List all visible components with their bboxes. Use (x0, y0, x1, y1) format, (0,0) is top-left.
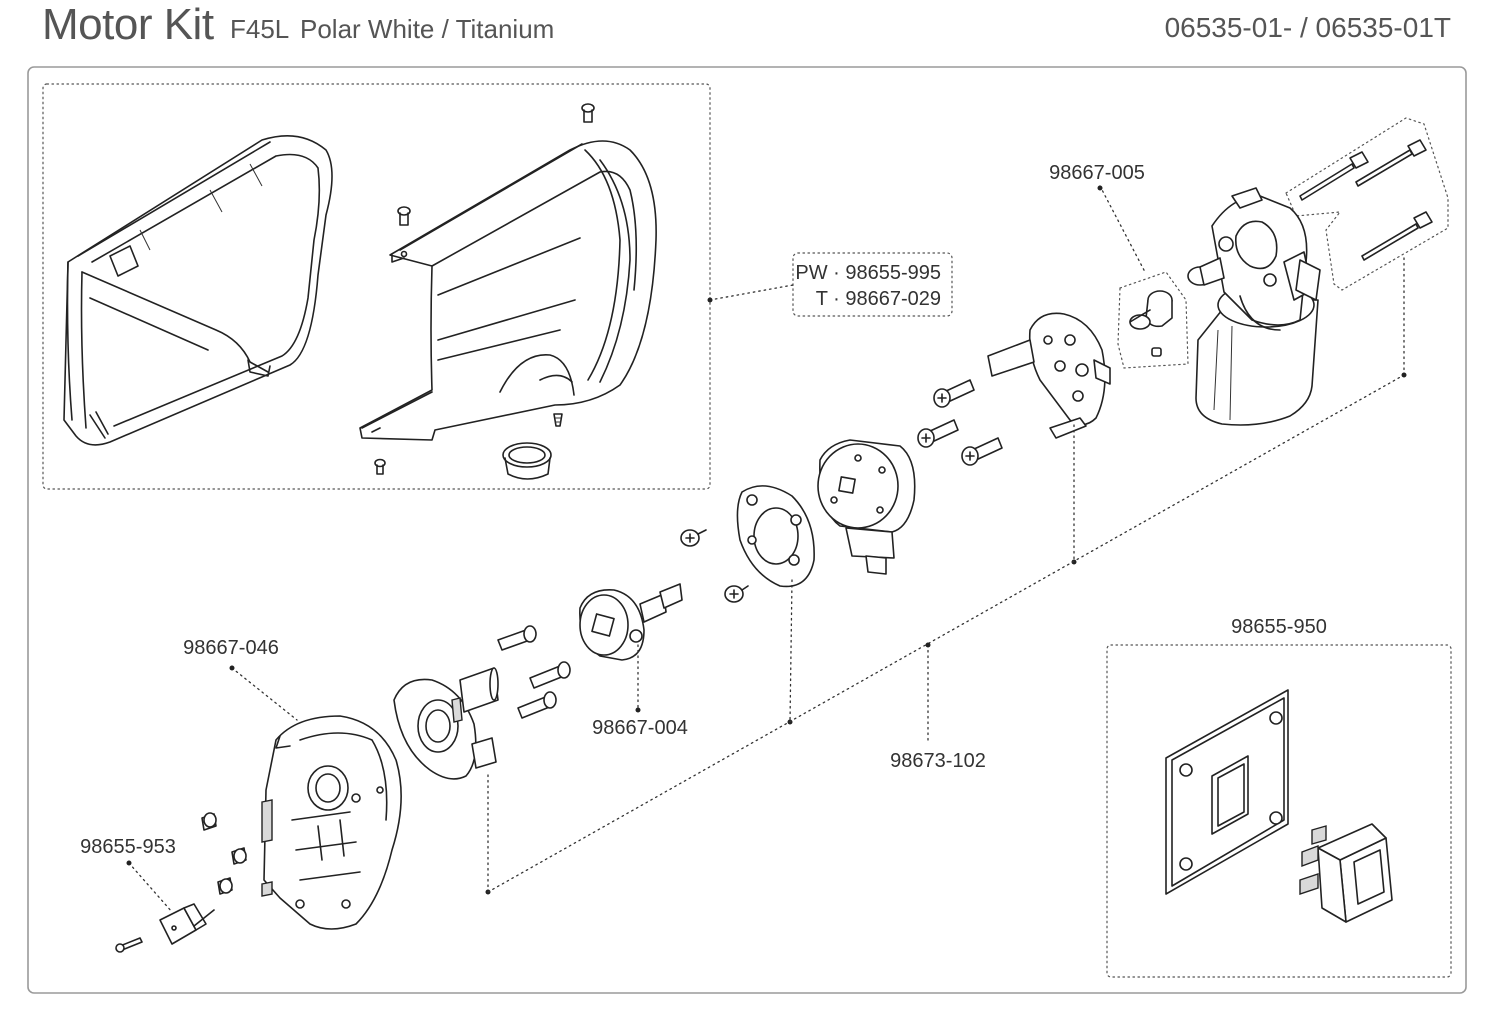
cover-grommet (502, 442, 552, 480)
bearing-holder (393, 667, 499, 780)
screw-kit-leader-line (487, 374, 1405, 893)
limit-switch-leader-dot (126, 860, 132, 866)
gearbox-block (817, 439, 916, 575)
cover-screw-bottom (374, 458, 386, 475)
diagram-frame (27, 66, 1467, 994)
housing-screw-3 (517, 691, 557, 719)
gearbox-flange (736, 485, 815, 588)
coupler (579, 583, 683, 661)
cover-screw-mid (397, 206, 411, 226)
limit-switch (159, 903, 215, 945)
cover-screw-top (581, 103, 595, 123)
motor-leader-dot (1097, 185, 1103, 191)
coupler-leader-dot (635, 707, 641, 713)
plate-screw-2 (917, 419, 959, 448)
limit-switch-leader-line (128, 862, 173, 913)
color-variant: Polar White / Titanium (300, 14, 555, 44)
motor-mount-plate (987, 312, 1111, 439)
rocker-switch (1299, 823, 1393, 923)
limit-switch-part-label: 98655-953 (80, 836, 176, 858)
motor-leader-line (1099, 185, 1146, 273)
motor-bushing (1129, 290, 1173, 330)
spacer-1 (201, 812, 217, 831)
bushing-group-box (1117, 271, 1189, 369)
cover-leader-dot (707, 297, 713, 303)
motor-bolt-2 (1355, 139, 1427, 187)
cover-part-t-label: T · 98667-029 (816, 288, 941, 310)
housing-part-label: 98667-046 (183, 637, 279, 659)
part-number-range: 06535-01- / 06535-01T (1164, 12, 1451, 43)
limit-switch-screw (115, 937, 143, 953)
screw-kit-part-label: 98673-102 (890, 750, 986, 772)
cover-leader-line (709, 284, 794, 301)
plate-screw-3 (961, 437, 1003, 466)
motor-bolt-3 (1361, 211, 1433, 261)
switch-kit-part-label: 98655-950 (1231, 616, 1327, 638)
model-code: F45L (230, 14, 290, 44)
page-title: Motor Kit (42, 0, 214, 49)
gear-motor (1187, 187, 1321, 426)
cover-screw-insert (553, 413, 563, 427)
housing-screw-2 (529, 661, 571, 689)
bolt-leader-dot (1401, 372, 1407, 378)
cover-label-box (792, 252, 953, 317)
motor-bushing-pin (1151, 347, 1162, 357)
cover-part-pw-label: PW · 98655-995 (795, 262, 941, 284)
cover-group-box (42, 83, 711, 490)
switch-kit-group-box (1106, 644, 1452, 978)
housing-screw-1 (497, 625, 537, 651)
housing-leader-line (231, 667, 298, 721)
plate-screw-1 (933, 379, 975, 408)
cover-shell-left (63, 134, 333, 446)
motor-bolt-group-box (1285, 117, 1449, 291)
gear-housing (261, 715, 402, 930)
motor-bolt-1 (1299, 151, 1369, 201)
flange-screw-1 (680, 529, 707, 547)
screw-kit-leader-dot (925, 642, 931, 648)
flange-screw-2 (724, 585, 749, 603)
spacer-2 (231, 847, 247, 865)
coupler-part-label: 98667-004 (592, 717, 688, 739)
housing-leader-dot (229, 665, 235, 671)
switch-face-plate (1165, 689, 1289, 895)
flange-leader-line (789, 579, 793, 723)
motor-part-label: 98667-005 (1049, 162, 1145, 184)
cover-shell-right (359, 140, 657, 441)
spacer-3 (217, 877, 233, 895)
